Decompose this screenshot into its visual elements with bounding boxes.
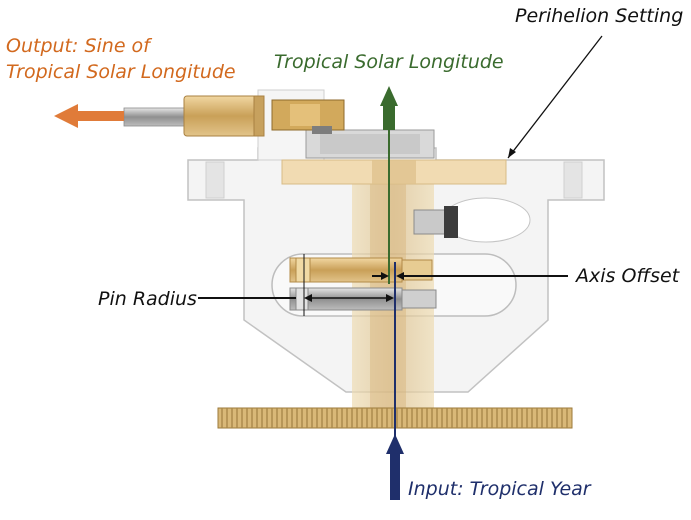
output-label: Output: Sine of Tropical Solar Longitude xyxy=(6,33,236,85)
tropical-arrow-shaft xyxy=(383,104,395,130)
output-label-line2: Tropical Solar Longitude xyxy=(6,61,236,83)
output-label-line1: Output: Sine of xyxy=(6,35,150,57)
perihelion-leader-head xyxy=(508,148,516,158)
frame-thread-left xyxy=(205,161,225,199)
perihelion-setting-label: Perihelion Setting xyxy=(515,5,684,27)
gear-teeth xyxy=(221,408,568,428)
output-flange xyxy=(253,95,265,137)
pin-radius-label: Pin Radius xyxy=(98,288,197,310)
tropical-solar-longitude-label: Tropical Solar Longitude xyxy=(274,51,504,73)
output-rod xyxy=(123,107,191,127)
axis-offset-head-left xyxy=(381,272,389,280)
frame-thread-right xyxy=(563,161,583,199)
output-collar xyxy=(183,95,257,137)
output-screw xyxy=(312,126,332,134)
axis-offset-head-right xyxy=(396,272,404,280)
output-block-face xyxy=(290,104,320,126)
vertical-shaft xyxy=(352,160,434,410)
axis-offset-label: Axis Offset xyxy=(576,265,680,287)
pin-radius-head-right xyxy=(386,294,394,302)
arrow-left-icon xyxy=(54,104,78,128)
input-arrow-shaft xyxy=(390,452,400,500)
pin-radius-head-left xyxy=(304,294,312,302)
perihelion-plate-hub xyxy=(372,160,416,184)
perihelion-leader xyxy=(507,35,603,159)
clamp-block-shade xyxy=(320,134,420,154)
lower-pin-thread xyxy=(401,289,437,309)
arrow-up-icon xyxy=(386,434,404,454)
set-screw-head xyxy=(444,206,458,238)
input-label: Input: Tropical Year xyxy=(408,478,591,500)
arrow-up-icon xyxy=(380,86,398,106)
upper-pin-cap xyxy=(295,257,311,283)
output-arrow-shaft xyxy=(76,111,124,121)
